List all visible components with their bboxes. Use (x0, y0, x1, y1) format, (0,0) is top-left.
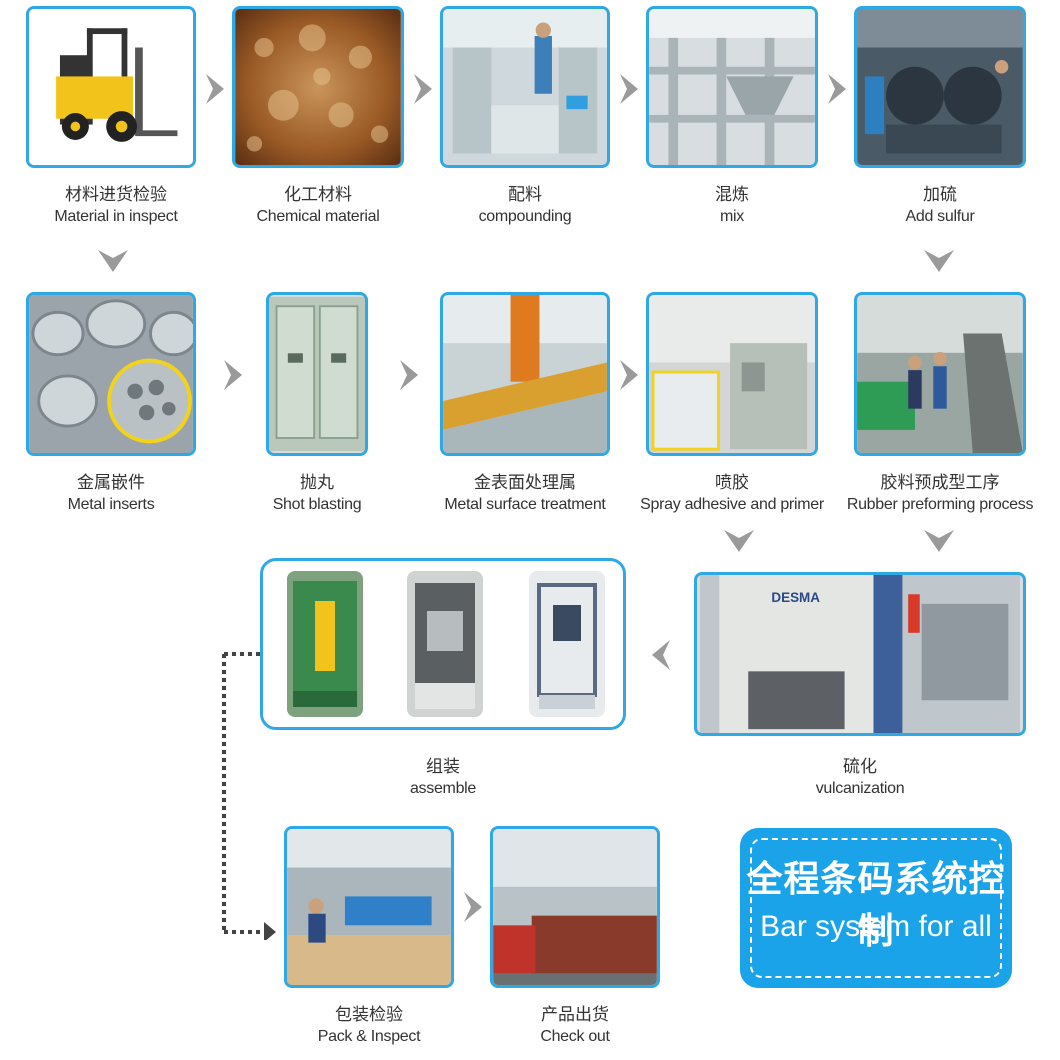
step-label-en: Shot blasting (272, 496, 362, 513)
step-label-zh: 金属嵌件 (77, 473, 145, 492)
vulcanization-photo: DESMA (694, 572, 1026, 736)
dotted-connector (222, 652, 276, 940)
step-label-zh: 组装 (426, 757, 460, 776)
step-label-en: Add sulfur (905, 208, 975, 225)
step-label-zh: 包装检验 (335, 1005, 403, 1024)
step-label-zh: 加硫 (923, 185, 957, 204)
assemble-machine-photo (529, 571, 605, 717)
spray-photo (646, 292, 818, 456)
arrow-right-icon (462, 890, 484, 924)
step-label-en: Rubber preforming process (846, 496, 1034, 513)
step-label-en: assemble (409, 780, 477, 797)
step-label-zh: 抛丸 (300, 473, 334, 492)
step-label-en: Material in inspect (54, 208, 178, 225)
arrow-right-icon (398, 358, 420, 392)
arrow-down-icon (922, 528, 956, 554)
step-label-zh: 材料进货检验 (65, 185, 167, 204)
step-label-en: compounding (478, 208, 572, 225)
check-out-photo (490, 826, 660, 988)
step-label-en: mix (720, 208, 744, 225)
mix-photo (646, 6, 818, 168)
preforming-photo (854, 292, 1026, 456)
chemical-photo (232, 6, 404, 168)
step-label-zh: 胶料预成型工序 (880, 473, 1000, 492)
arrow-right-icon (618, 358, 640, 392)
arrow-right-icon (204, 72, 226, 106)
step-label-zh: 配料 (508, 185, 542, 204)
step-label-zh: 喷胶 (715, 473, 749, 492)
assemble-machine-photo (407, 571, 483, 717)
arrow-right-icon (222, 358, 244, 392)
arrow-right-icon (618, 72, 640, 106)
step-label-zh: 硫化 (843, 757, 877, 776)
step-label-en: Chemical material (256, 208, 380, 225)
metal-inserts-photo (26, 292, 196, 456)
step-label-zh: 混炼 (715, 185, 749, 204)
barcode-system-badge: 全程条码系统控制 Bar system for all (740, 828, 1012, 988)
step-label-en: Metal surface treatment (444, 496, 606, 513)
step-label-en: Spray adhesive and primer (640, 496, 824, 513)
forklift-photo (26, 6, 196, 168)
compounding-photo (440, 6, 610, 168)
surface-treatment-photo (440, 292, 610, 456)
step-label-zh: 产品出货 (541, 1005, 609, 1024)
assemble-machine-photo (287, 571, 363, 717)
step-label-en: Check out (540, 1028, 610, 1045)
arrow-left-icon (650, 638, 672, 672)
arrow-down-icon (922, 248, 956, 274)
machine-brand-label: DESMA (771, 590, 820, 605)
badge-title-zh: 全程条码系统控制 (746, 858, 1006, 951)
badge-title-en: Bar system for all (760, 910, 992, 943)
arrow-down-icon (722, 528, 756, 554)
arrow-right-icon (412, 72, 434, 106)
arrow-right-icon (826, 72, 848, 106)
add-sulfur-photo (854, 6, 1026, 168)
shot-blasting-photo (266, 292, 368, 456)
step-label-zh: 金表面处理属 (474, 473, 576, 492)
assemble-photo-group (260, 558, 626, 730)
step-label-en: Pack & Inspect (317, 1028, 421, 1045)
step-label-en: Metal inserts (67, 496, 155, 513)
pack-inspect-photo (284, 826, 454, 988)
arrow-down-icon (96, 248, 130, 274)
step-label-en: vulcanization (815, 780, 905, 797)
step-label-zh: 化工材料 (284, 185, 352, 204)
